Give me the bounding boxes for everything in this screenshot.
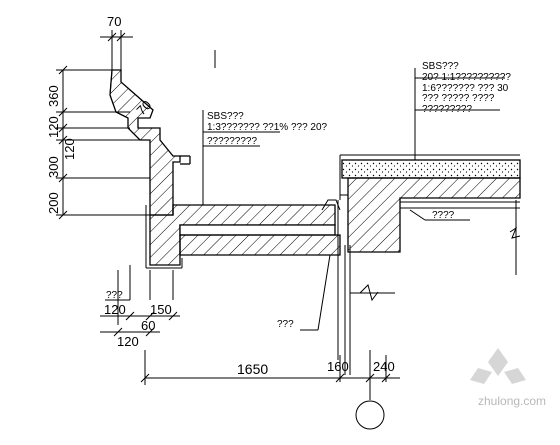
top-dimension-70	[100, 30, 133, 70]
dim-200: 200	[46, 192, 61, 214]
dim-right-160: 160	[327, 359, 349, 374]
upper-roof-slab	[339, 154, 521, 253]
leader-lines	[105, 50, 521, 375]
parapet-wall-and-beam	[145, 204, 341, 269]
dim-bottom-120a: 120	[104, 302, 126, 317]
dim-bottom-60: 60	[141, 318, 155, 333]
note-sbs-right-line2: 1:6??????? ??? 30	[422, 83, 509, 94]
note-sbs-left-title: SBS???	[207, 111, 244, 122]
note-sbs-left-line1: 1:3??????? ??1% ??? 20?	[207, 122, 328, 133]
dim-bottom-120b: 120	[117, 334, 139, 349]
note-sbs-right-line3: ??? ????? ????	[422, 93, 495, 104]
dim-120-upper: 120	[46, 116, 61, 138]
note-left-small: ???	[106, 290, 123, 301]
dim-overall-1650: 1650	[237, 361, 268, 377]
dim-300: 300	[46, 156, 61, 178]
watermark-text: zhulong.com	[478, 394, 546, 408]
dim-120-lower: 120	[62, 138, 77, 160]
dim-360: 360	[46, 85, 61, 107]
watermark-logo	[470, 348, 526, 384]
note-sbs-right-line1: 20? 1:1??????????	[422, 72, 511, 83]
dim-right-240: 240	[373, 359, 395, 374]
vertical-dimension-labels: 360 120 120 300 200	[46, 85, 77, 214]
parapet-coping	[109, 69, 191, 216]
bottom-dimensions	[100, 311, 400, 430]
note-bottom-small: ???	[277, 319, 294, 330]
note-sbs-left-line2: ?????????	[207, 136, 257, 147]
dim-bottom-150: 150	[150, 302, 172, 317]
vertical-dimension-chain	[56, 65, 150, 220]
note-right-mid: ????	[432, 210, 455, 221]
dim-top-70: 70	[107, 14, 121, 29]
note-sbs-right-title: SBS???	[422, 61, 459, 72]
note-sbs-right-line4: ?????????	[422, 104, 472, 115]
